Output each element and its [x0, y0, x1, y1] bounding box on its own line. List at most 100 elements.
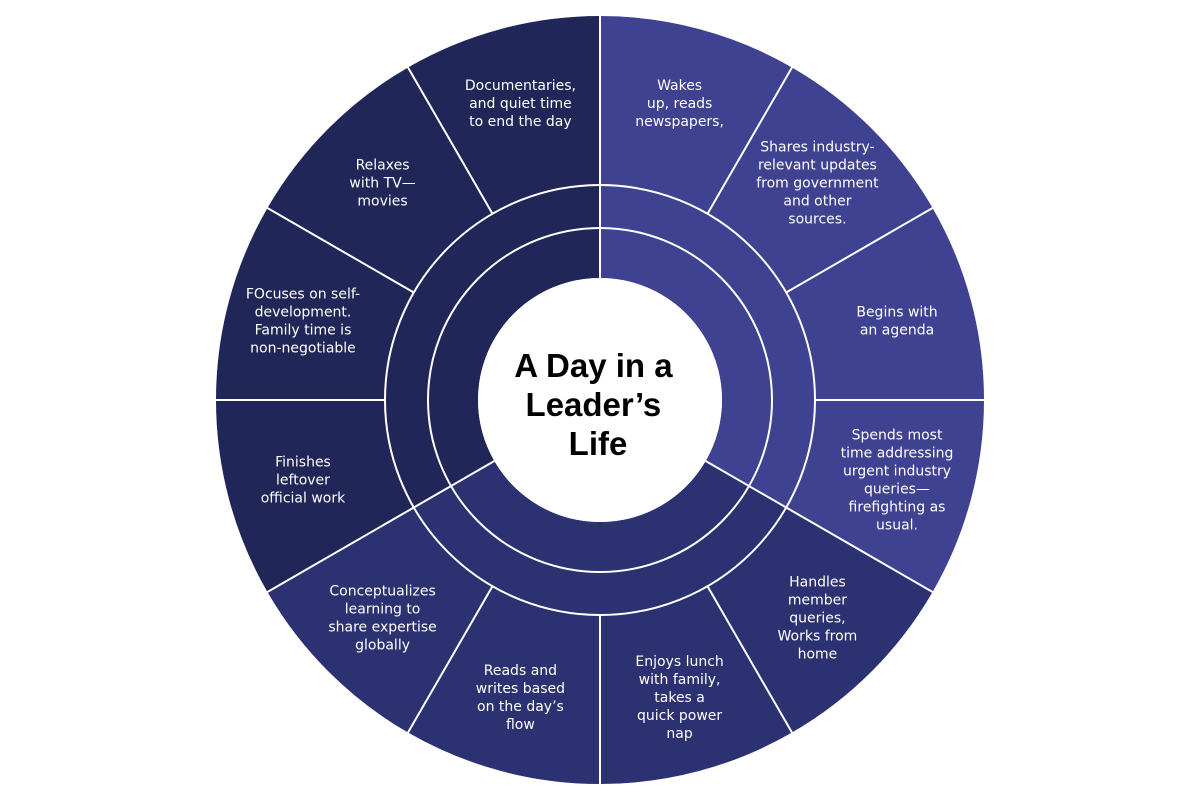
outer-segment: [408, 16, 600, 214]
segment-label: Begins with an agenda: [856, 304, 937, 338]
center-title-line: Leader’s: [526, 386, 662, 423]
segment-label-line: Documentaries,: [465, 78, 576, 94]
segment-label-line: share expertise: [328, 619, 436, 635]
outer-divider-line: [706, 65, 794, 215]
segment-label-line: writes based: [476, 681, 565, 697]
center-title-line: Life: [569, 425, 628, 462]
segment-label-line: takes a: [654, 690, 705, 706]
segment-label: Documentaries, and quiet time to end the d…: [465, 78, 576, 130]
outer-divider-line: [785, 206, 935, 294]
segment-label-line: globally: [355, 637, 410, 653]
segment-label: FOcuses on self-development. Family time …: [246, 286, 360, 356]
center-title-line: A Day in a: [514, 347, 673, 384]
segment-label-line: Enjoys lunch: [635, 654, 723, 670]
middle-ring: [384, 185, 815, 615]
outer-divider-line: [265, 206, 415, 294]
segment-label: Relaxes with TV— movies: [349, 158, 415, 210]
segment-label-line: with TV—: [349, 176, 415, 192]
segment-label-line: Shares industry-: [760, 140, 874, 156]
segment-label-line: Wakes: [657, 78, 702, 94]
segment-label-line: Works from: [778, 628, 858, 644]
segment-label-line: queries—: [864, 482, 930, 498]
outer-segment: [600, 586, 792, 784]
ring-boundaries: [384, 184, 816, 616]
ring-boundary-circle: [384, 184, 816, 616]
segment-label-line: relevant updates: [758, 158, 877, 174]
segment-label: Wakes up, reads newspapers,: [635, 78, 724, 130]
segment-label-line: Begins with: [856, 304, 937, 320]
segment-label: Enjoys lunch with family, takes a quick pow…: [635, 654, 723, 742]
middle-ring-segment: [384, 185, 600, 508]
segment-label-line: Handles: [789, 574, 846, 590]
outer-segment: [707, 507, 933, 733]
segment-label-line: sources.: [788, 212, 846, 228]
ring-boundary-circle: [427, 227, 773, 573]
outer-divider-line: [706, 585, 794, 735]
segment-label-line: development.: [255, 304, 352, 320]
segment-label-line: usual.: [876, 518, 918, 534]
inner-divider-line: [413, 460, 495, 509]
center-title: A Day in a Leader’s Life: [514, 347, 682, 462]
outer-ring: [216, 16, 984, 784]
segment-label-line: nap: [666, 726, 692, 742]
outer-segment: [216, 208, 414, 400]
segment-label-line: learning to: [345, 601, 421, 617]
inner-ring-segment: [600, 228, 772, 486]
segment-label-line: time addressing: [841, 446, 954, 462]
segment-label: Handles member queries, Works from home: [778, 574, 858, 662]
segment-label-line: Spends most: [852, 428, 943, 444]
segment-label-line: and quiet time: [469, 96, 572, 112]
outer-divider-line: [785, 506, 935, 594]
outer-segment: [600, 16, 792, 214]
outer-segment: [216, 400, 414, 592]
inner-ring-segment: [451, 461, 749, 572]
segment-label-line: queries,: [789, 610, 845, 626]
outer-segment: [707, 67, 933, 293]
segment-label-line: FOcuses on self-: [246, 286, 360, 302]
segment-label-line: with family,: [639, 672, 721, 688]
segment-label-line: Finishes: [275, 455, 331, 471]
segment-label-line: from government: [756, 176, 879, 192]
segment-label-line: urgent industry: [843, 464, 951, 480]
middle-ring-segment: [600, 185, 815, 508]
inner-divider-line: [705, 460, 787, 509]
outer-segment: [267, 67, 493, 293]
segment-label: Spends most time addressing urgent industr…: [841, 428, 954, 534]
segment-label-line: Relaxes: [356, 158, 410, 174]
segment-label-line: firefighting as: [849, 500, 946, 516]
segment-label-line: home: [798, 646, 838, 662]
segment-label: Conceptualizes learning to share expertise…: [328, 583, 436, 653]
segment-label-line: movies: [357, 194, 407, 210]
segment-label-line: newspapers,: [635, 114, 724, 130]
outer-divider-line: [265, 506, 415, 594]
segment-label-line: Reads and: [484, 663, 557, 679]
outer-segment: [786, 208, 984, 400]
outer-segment: [786, 400, 984, 592]
segment-label-line: quick power: [637, 708, 722, 724]
segment-labels: Wakes up, reads newspapers, Shares industry…: [246, 78, 954, 742]
segment-label-line: an agenda: [860, 322, 934, 338]
segment-label-line: up, reads: [647, 96, 712, 112]
outer-segment: [267, 507, 493, 733]
center-circle: [478, 278, 722, 522]
inner-ring: [428, 228, 772, 572]
segment-label: Finishes leftover official work: [261, 455, 346, 507]
segment-label-line: to end the day: [469, 114, 572, 130]
segment-label-line: non-negotiable: [250, 340, 356, 356]
segment-label-line: Family time is: [255, 322, 352, 338]
segment-label-line: member: [788, 592, 847, 608]
inner-ring-segment: [428, 228, 600, 486]
segment-label: Shares industry-relevant updates from gov…: [756, 140, 879, 228]
segment-label-line: leftover: [276, 473, 330, 489]
middle-ring-segment: [413, 486, 787, 615]
outer-ring-dividers: [214, 14, 986, 786]
outer-divider-line: [406, 65, 494, 215]
segment-label-line: flow: [506, 717, 535, 733]
outer-divider-line: [406, 585, 494, 735]
inner-ring-dividers: [413, 185, 787, 509]
segment-label-line: Conceptualizes: [329, 583, 435, 599]
outer-segment: [408, 586, 600, 784]
segment-label-line: official work: [261, 491, 346, 507]
